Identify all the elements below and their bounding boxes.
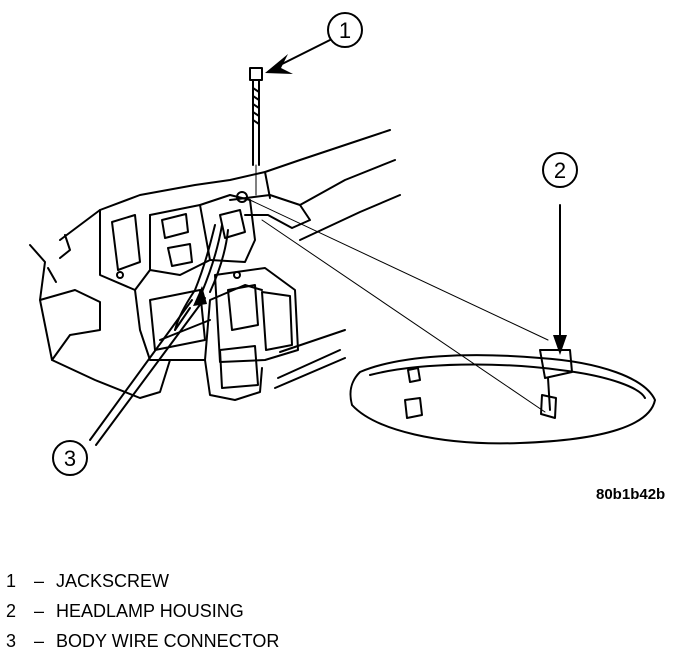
legend-item: 3–BODY WIRE CONNECTOR bbox=[6, 626, 279, 656]
legend-item-number: 1 bbox=[6, 571, 17, 591]
legend-item-dash: – bbox=[33, 601, 44, 621]
callout-3-number: 3 bbox=[64, 446, 76, 471]
legend-item-number: 3 bbox=[6, 631, 17, 651]
figure-code: 80b1b42b bbox=[596, 486, 666, 503]
jackscrew bbox=[249, 67, 263, 166]
legend-item-dash: – bbox=[33, 571, 44, 591]
alignment-lines bbox=[249, 164, 549, 413]
callout-1-number: 1 bbox=[339, 18, 351, 43]
callout-1: 1 bbox=[327, 12, 363, 48]
callout-3: 3 bbox=[52, 440, 88, 476]
legend-item: 2–HEADLAMP HOUSING bbox=[6, 596, 279, 626]
exploded-view-illustration: 1 2 3 bbox=[29, 12, 656, 476]
legend-item-dash: – bbox=[33, 631, 44, 651]
legend-item-label: BODY WIRE CONNECTOR bbox=[56, 631, 280, 651]
callout-leader-lines bbox=[89, 39, 561, 446]
legend-item-number: 2 bbox=[6, 601, 17, 621]
legend-item: 1–JACKSCREW bbox=[6, 566, 279, 596]
legend-item-label: JACKSCREW bbox=[56, 571, 170, 591]
callout-2: 2 bbox=[542, 152, 578, 188]
legend: 1–JACKSCREW 2–HEADLAMP HOUSING 3–BODY WI… bbox=[6, 566, 279, 656]
callout-2-number: 2 bbox=[554, 158, 566, 183]
headlamp-housing bbox=[349, 349, 656, 445]
arrowheads bbox=[193, 54, 567, 355]
radiator-support-structure bbox=[29, 129, 401, 401]
legend-item-label: HEADLAMP HOUSING bbox=[56, 601, 244, 621]
